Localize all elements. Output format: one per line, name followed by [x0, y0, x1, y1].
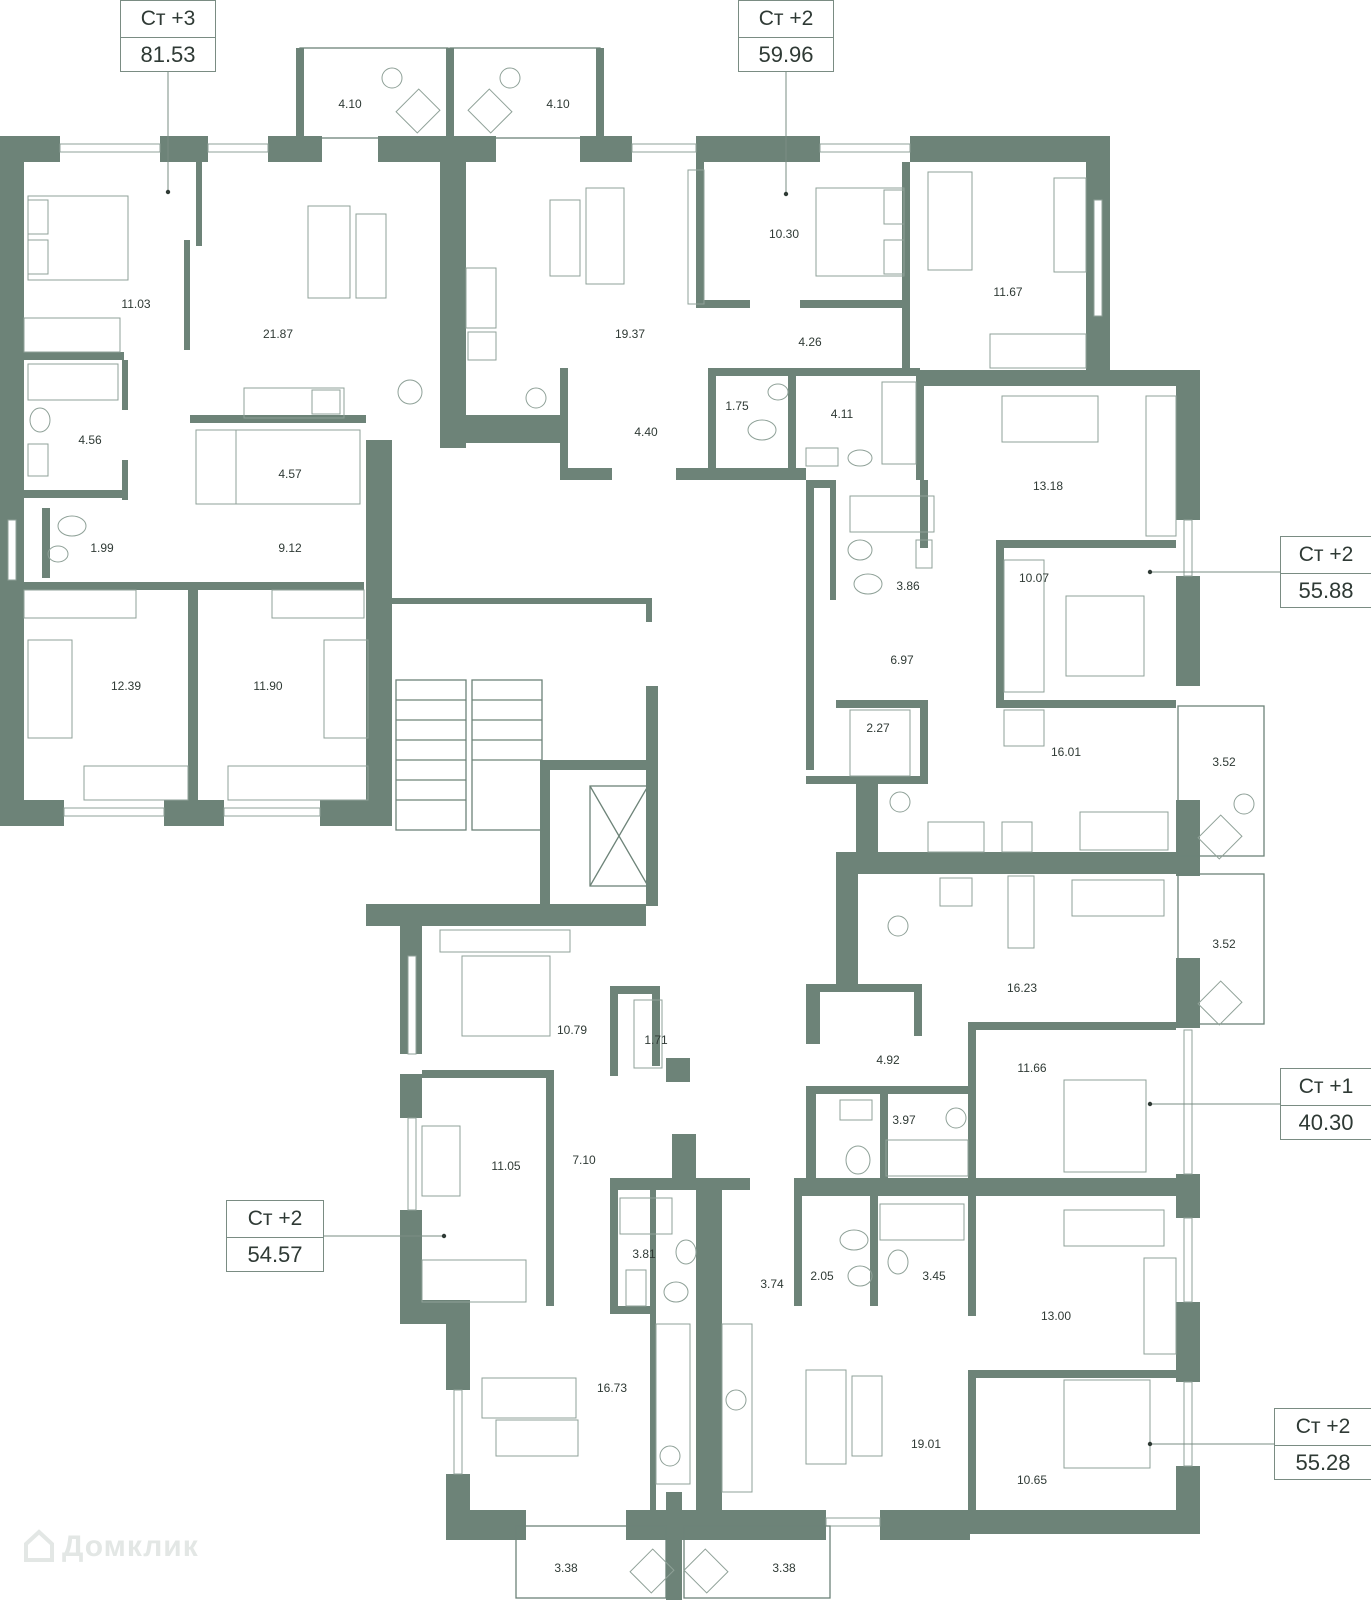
- room-area: 4.10: [546, 97, 570, 111]
- room-area: 16.01: [1051, 745, 1081, 759]
- apartment-tag[interactable]: Ст +1 40.30: [1280, 1068, 1371, 1140]
- room-area: 3.74: [760, 1277, 784, 1291]
- leader-lines: [165, 72, 1328, 1447]
- room-area: 1.75: [725, 399, 749, 413]
- apartment-type: Ст +3: [121, 1, 215, 38]
- room-area: 11.90: [253, 679, 282, 693]
- room-area: 9.12: [278, 541, 302, 555]
- room-area: 1.99: [90, 541, 114, 555]
- watermark: Домклик: [62, 1530, 199, 1563]
- room-area: 4.11: [831, 407, 854, 421]
- apartment-type: Ст +1: [1281, 1069, 1371, 1106]
- apartment-type: Ст +2: [739, 1, 833, 38]
- windows: [7, 143, 1193, 1527]
- apartment-type: Ст +2: [227, 1201, 323, 1238]
- room-area: 12.39: [111, 679, 141, 693]
- room-area: 2.27: [866, 721, 890, 735]
- apartment-area: 55.28: [1295, 1450, 1351, 1475]
- room-area: 3.52: [1212, 755, 1236, 769]
- apartment-tag[interactable]: Ст +3 81.53: [120, 0, 216, 72]
- apartment-type: Ст +2: [1275, 1409, 1371, 1446]
- room-area: 10.65: [1017, 1473, 1047, 1487]
- room-area: 4.57: [278, 467, 302, 481]
- room-area: 10.30: [769, 227, 799, 241]
- staircase: [395, 679, 543, 831]
- room-area: 10.79: [557, 1023, 587, 1037]
- fixtures: [23, 47, 1265, 1599]
- room-area: 13.18: [1033, 479, 1063, 493]
- apartment-area: 54.57: [247, 1242, 303, 1267]
- room-area: 4.10: [338, 97, 362, 111]
- room-area: 11.66: [1017, 1061, 1046, 1075]
- apartment-area: 81.53: [140, 42, 196, 67]
- room-area: 4.26: [798, 335, 822, 349]
- room-area: 4.56: [78, 433, 102, 447]
- room-area: 1.71: [644, 1033, 668, 1047]
- room-area: 13.00: [1041, 1309, 1071, 1323]
- apartment-tag[interactable]: Ст +2 55.88: [1280, 536, 1371, 608]
- room-area: 3.97: [892, 1113, 916, 1127]
- room-area: 3.38: [554, 1561, 578, 1575]
- apartment-area: 40.30: [1298, 1110, 1354, 1135]
- apartment-area: 55.88: [1298, 578, 1354, 603]
- room-area: 19.01: [911, 1437, 941, 1451]
- apartment-tag[interactable]: Ст +2 54.57: [226, 1200, 324, 1272]
- room-area: 11.67: [993, 285, 1022, 299]
- apartment-type: Ст +2: [1281, 537, 1371, 574]
- room-area: 3.38: [772, 1561, 796, 1575]
- room-area: 3.52: [1212, 937, 1236, 951]
- walls: [0, 48, 1200, 1600]
- room-area: 6.97: [890, 653, 914, 667]
- room-area: 7.10: [572, 1153, 596, 1167]
- room-area: 11.05: [491, 1159, 520, 1173]
- room-area: 16.23: [1007, 981, 1037, 995]
- room-area: 11.03: [121, 297, 150, 311]
- apartment-tag[interactable]: Ст +2 55.28: [1274, 1408, 1371, 1480]
- elevator-shaft: [589, 785, 649, 887]
- apartment-tag[interactable]: Ст +2 59.96: [738, 0, 834, 72]
- room-area: 21.87: [263, 327, 293, 341]
- room-area: 3.45: [922, 1269, 946, 1283]
- room-area: 19.37: [615, 327, 645, 341]
- room-area: 4.92: [876, 1053, 900, 1067]
- room-area: 3.81: [632, 1247, 656, 1261]
- room-area: 16.73: [597, 1381, 627, 1395]
- room-area: 3.86: [896, 579, 920, 593]
- room-labels: 4.10 4.10 11.03 21.87 4.56 4.57 1.99 9.1…: [78, 97, 1236, 1575]
- room-area: 4.40: [634, 425, 658, 439]
- domclick-logo-icon: [24, 1529, 54, 1562]
- room-area: 10.07: [1019, 571, 1049, 585]
- room-area: 2.05: [810, 1269, 834, 1283]
- apartment-area: 59.96: [758, 42, 814, 67]
